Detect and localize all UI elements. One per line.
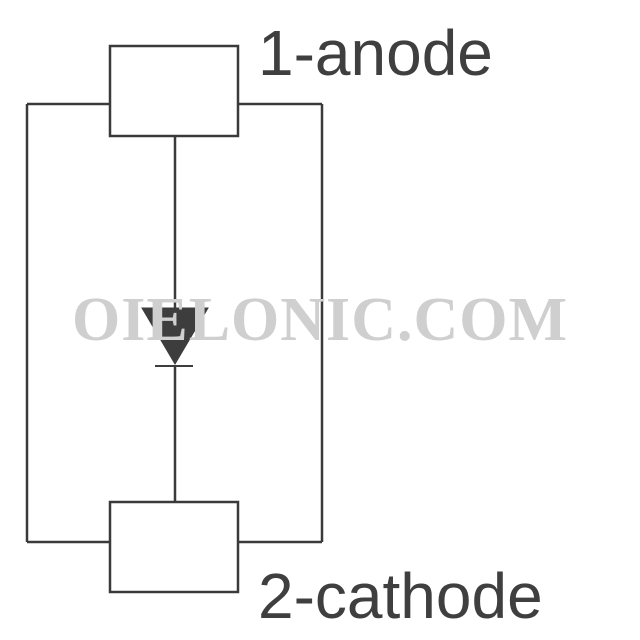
package-outline	[25, 102, 324, 544]
cathode-label: 2-cathode	[258, 560, 543, 632]
anode-pad	[108, 44, 240, 138]
diode-symbol-icon	[141, 307, 209, 365]
watermark-text: OIELONIC.COM	[72, 286, 568, 354]
cathode-pad	[108, 500, 240, 594]
anode-label: 1-anode	[258, 17, 493, 89]
